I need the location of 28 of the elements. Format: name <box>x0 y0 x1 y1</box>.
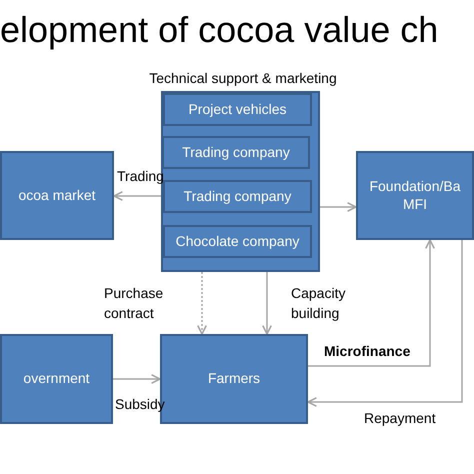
edge-label: Microfinance <box>324 342 412 361</box>
box-label: Trading company <box>181 144 291 162</box>
arrow <box>262 272 272 335</box>
process-box <box>163 225 312 258</box>
edge-label: Purchase contract <box>104 284 164 323</box>
box-label: Project vehicles <box>187 100 288 118</box>
panel-heading: Technical support & marketing <box>148 69 338 88</box>
box-label: Trading company <box>182 188 292 206</box>
box-label: Farmers <box>206 370 262 388</box>
arrow <box>113 374 161 384</box>
process-box <box>162 136 310 169</box>
process-box <box>0 151 114 240</box>
arrow <box>307 240 463 407</box>
box-label: Chocolate company <box>174 232 300 250</box>
arrow <box>197 272 207 335</box>
edge-label: Repayment <box>364 409 437 428</box>
title: elopment of cocoa value ch <box>0 12 438 48</box>
process-box <box>163 93 312 126</box>
arrow <box>308 239 435 367</box>
process-box <box>356 151 474 240</box>
arrow <box>320 202 357 212</box>
process-box <box>163 180 312 213</box>
box-label: Foundation/Ba MFI <box>368 178 462 213</box>
edge-label: Capacity building <box>291 284 346 323</box>
box-label: overnment <box>22 370 91 388</box>
arrow <box>113 191 161 201</box>
process-box <box>0 334 113 424</box>
box-label: ocoa market <box>17 186 97 204</box>
